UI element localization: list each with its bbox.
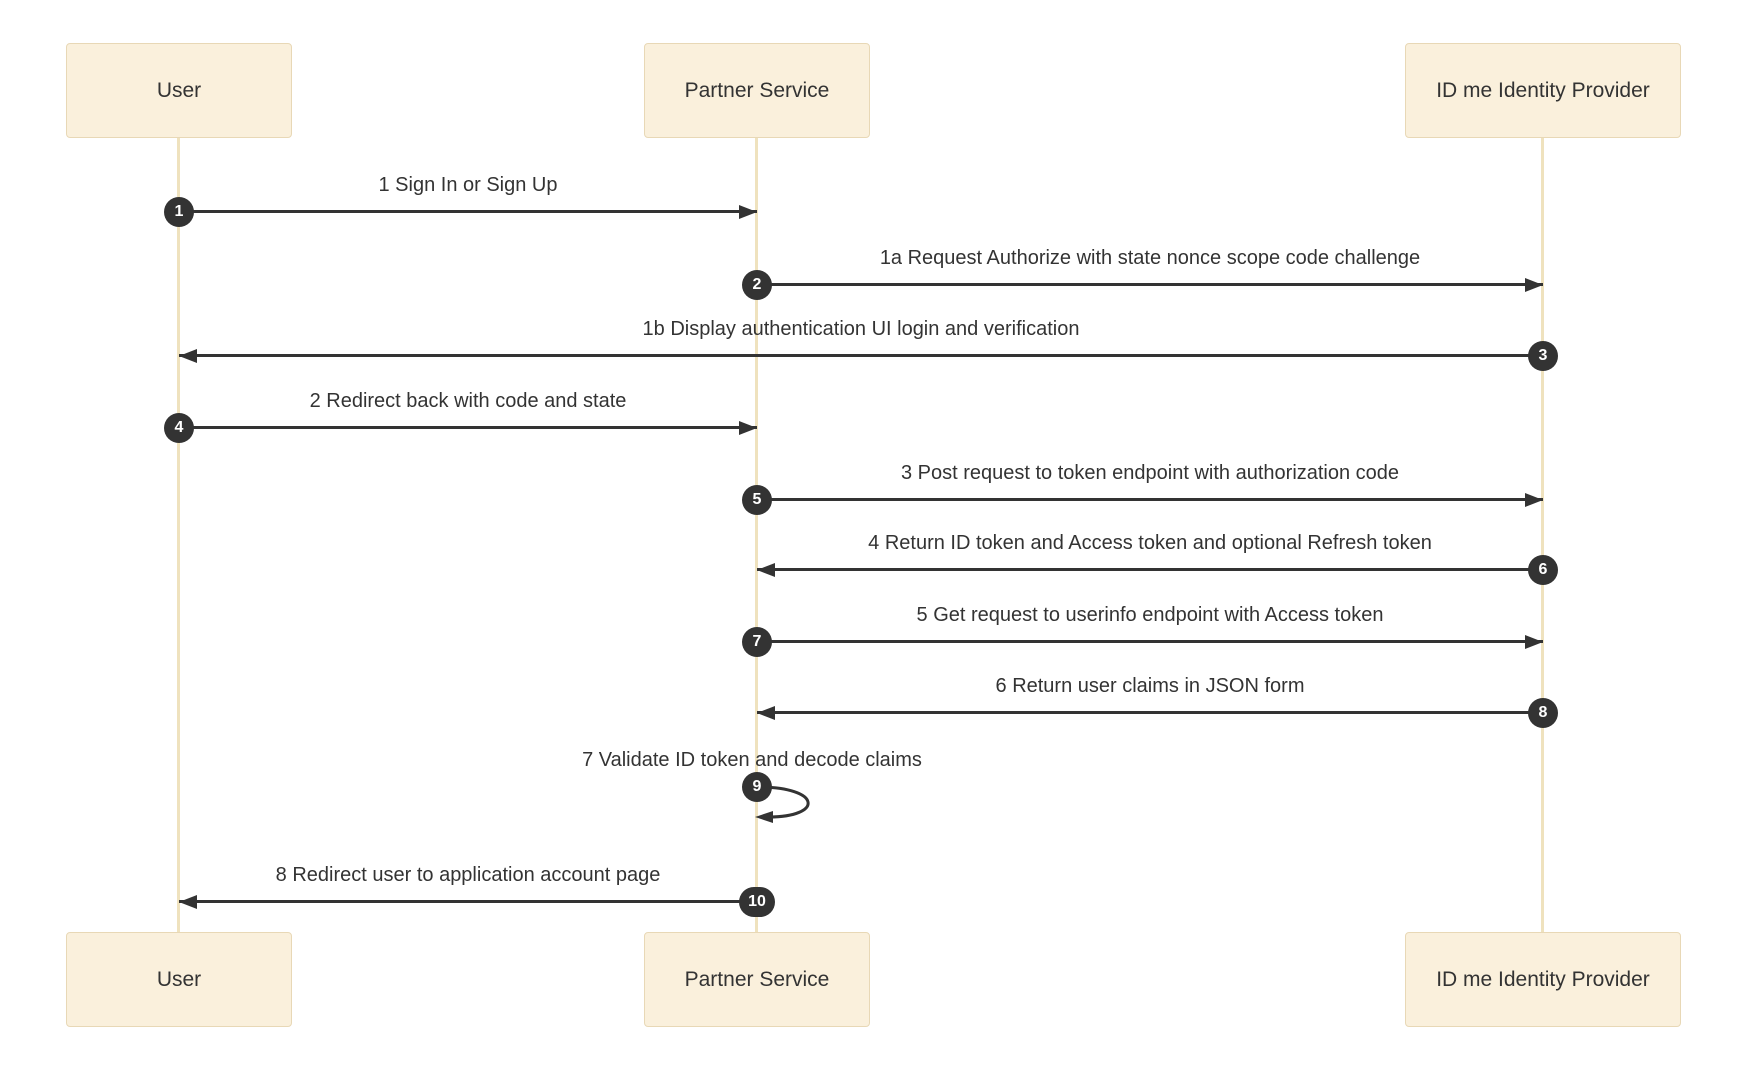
- actor-partner-service-label: Partner Service: [684, 78, 830, 102]
- message-number-badge: 3: [1528, 341, 1558, 371]
- message-line: [179, 426, 757, 429]
- message-number-badge: 2: [742, 270, 772, 300]
- arrowhead-icon: [1525, 493, 1543, 507]
- arrowhead-icon: [179, 349, 197, 363]
- message-line: [179, 210, 757, 213]
- self-loop-arrow: [755, 785, 810, 823]
- arrowhead-icon: [739, 205, 757, 219]
- message-label: 5 Get request to userinfo endpoint with …: [916, 604, 1384, 626]
- actor-partner-service-bottom: Partner Service: [644, 932, 870, 1027]
- actor-user-bottom: User: [66, 932, 292, 1027]
- message-line: [179, 354, 1543, 357]
- message-number-badge: 7: [742, 627, 772, 657]
- message-number-badge: 8: [1528, 698, 1558, 728]
- message-number-badge: 10: [739, 887, 775, 917]
- message-line: [757, 640, 1543, 643]
- actor-partner-service-label: Partner Service: [684, 967, 830, 991]
- actor-idp-label: ID me Identity Provider: [1436, 78, 1650, 102]
- message-label: 1b Display authentication UI login and v…: [642, 318, 1080, 340]
- arrowhead-icon: [757, 563, 775, 577]
- message-label: 1a Request Authorize with state nonce sc…: [879, 247, 1421, 269]
- actor-idp-top: ID me Identity Provider: [1405, 43, 1681, 138]
- message-number-badge: 9: [742, 772, 772, 802]
- message-number-badge: 4: [164, 413, 194, 443]
- lifeline-partner-service: [755, 138, 758, 932]
- message-label: 7 Validate ID token and decode claims: [582, 749, 922, 771]
- actor-user-top: User: [66, 43, 292, 138]
- message-label: 6 Return user claims in JSON form: [995, 675, 1305, 697]
- arrowhead-icon: [1525, 278, 1543, 292]
- message-label: 2 Redirect back with code and state: [309, 390, 627, 412]
- actor-user-label: User: [156, 78, 202, 102]
- message-line: [757, 568, 1543, 571]
- actor-user-label: User: [156, 967, 202, 991]
- lifeline-user: [177, 138, 180, 932]
- message-label: 4 Return ID token and Access token and o…: [868, 532, 1432, 554]
- message-line: [757, 498, 1543, 501]
- actor-partner-service-top: Partner Service: [644, 43, 870, 138]
- message-label: 8 Redirect user to application account p…: [275, 864, 661, 886]
- actor-idp-label: ID me Identity Provider: [1436, 967, 1650, 991]
- arrowhead-icon: [1525, 635, 1543, 649]
- message-line: [757, 711, 1543, 714]
- message-label: 1 Sign In or Sign Up: [378, 174, 558, 196]
- arrowhead-icon: [739, 421, 757, 435]
- actor-idp-bottom: ID me Identity Provider: [1405, 932, 1681, 1027]
- lifeline-idp: [1541, 138, 1544, 932]
- message-label: 3 Post request to token endpoint with au…: [900, 462, 1400, 484]
- arrowhead-icon: [757, 706, 775, 720]
- message-line: [179, 900, 757, 903]
- message-line: [757, 283, 1543, 286]
- message-number-badge: 1: [164, 197, 194, 227]
- arrowhead-icon: [179, 895, 197, 909]
- message-number-badge: 6: [1528, 555, 1558, 585]
- message-number-badge: 5: [742, 485, 772, 515]
